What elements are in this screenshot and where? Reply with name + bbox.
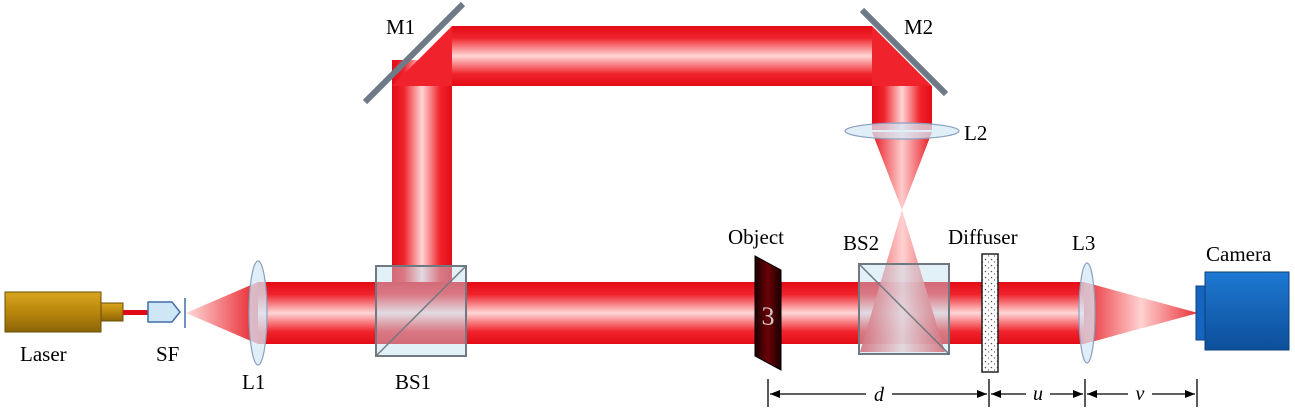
mirror-m1: [362, 1, 466, 105]
divergent-beam-cone: [186, 282, 258, 344]
reference-beam-vertical-1: [392, 60, 452, 282]
label-bs2: BS2: [843, 231, 879, 255]
lens-l1: [248, 260, 268, 366]
camera: [1195, 271, 1290, 351]
beam-splitter-bs1: [375, 265, 467, 357]
dimension-d-label: d: [874, 384, 885, 406]
laser-aperture: [100, 302, 124, 322]
main-beam: [258, 282, 1084, 344]
beam-splitter-bs2: [858, 263, 950, 355]
lens-l3: [1078, 262, 1096, 364]
converging-beam-cone: [1084, 282, 1198, 344]
label-l3: L3: [1072, 231, 1095, 255]
reference-beam-corner-m2: [872, 26, 932, 86]
label-m1: M1: [386, 15, 415, 39]
label-laser: Laser: [20, 342, 67, 366]
spatial-filter: [147, 298, 186, 328]
laser-output-beam: [123, 310, 151, 315]
diverging-cone: [860, 210, 945, 352]
dimension-v-label: v: [1136, 383, 1145, 405]
label-camera: Camera: [1206, 242, 1272, 266]
label-l2: L2: [964, 121, 987, 145]
mirror-m2: [859, 7, 949, 97]
label-l1: L1: [242, 370, 265, 394]
lens-l2: [844, 122, 960, 140]
camera-body: [1204, 271, 1290, 351]
dimension-markers: [767, 379, 1198, 407]
diffuser: [981, 253, 999, 373]
dimension-u-label: u: [1033, 383, 1043, 405]
label-bs1: BS1: [395, 370, 431, 394]
focusing-cone: [872, 132, 932, 210]
laser-body: [4, 291, 102, 333]
label-sf: SF: [156, 342, 179, 366]
object-glyph: 3: [762, 301, 775, 331]
object-mask: 3: [754, 255, 782, 371]
label-object: Object: [728, 225, 784, 249]
label-m2: M2: [904, 15, 933, 39]
label-diffuser: Diffuser: [948, 225, 1018, 249]
reference-beam-horizontal: [452, 26, 872, 86]
dimension-arrowheads: [770, 390, 1195, 398]
laser: [4, 291, 151, 333]
reference-beam-corner-m1: [392, 26, 452, 86]
objective-lens: [147, 301, 181, 323]
